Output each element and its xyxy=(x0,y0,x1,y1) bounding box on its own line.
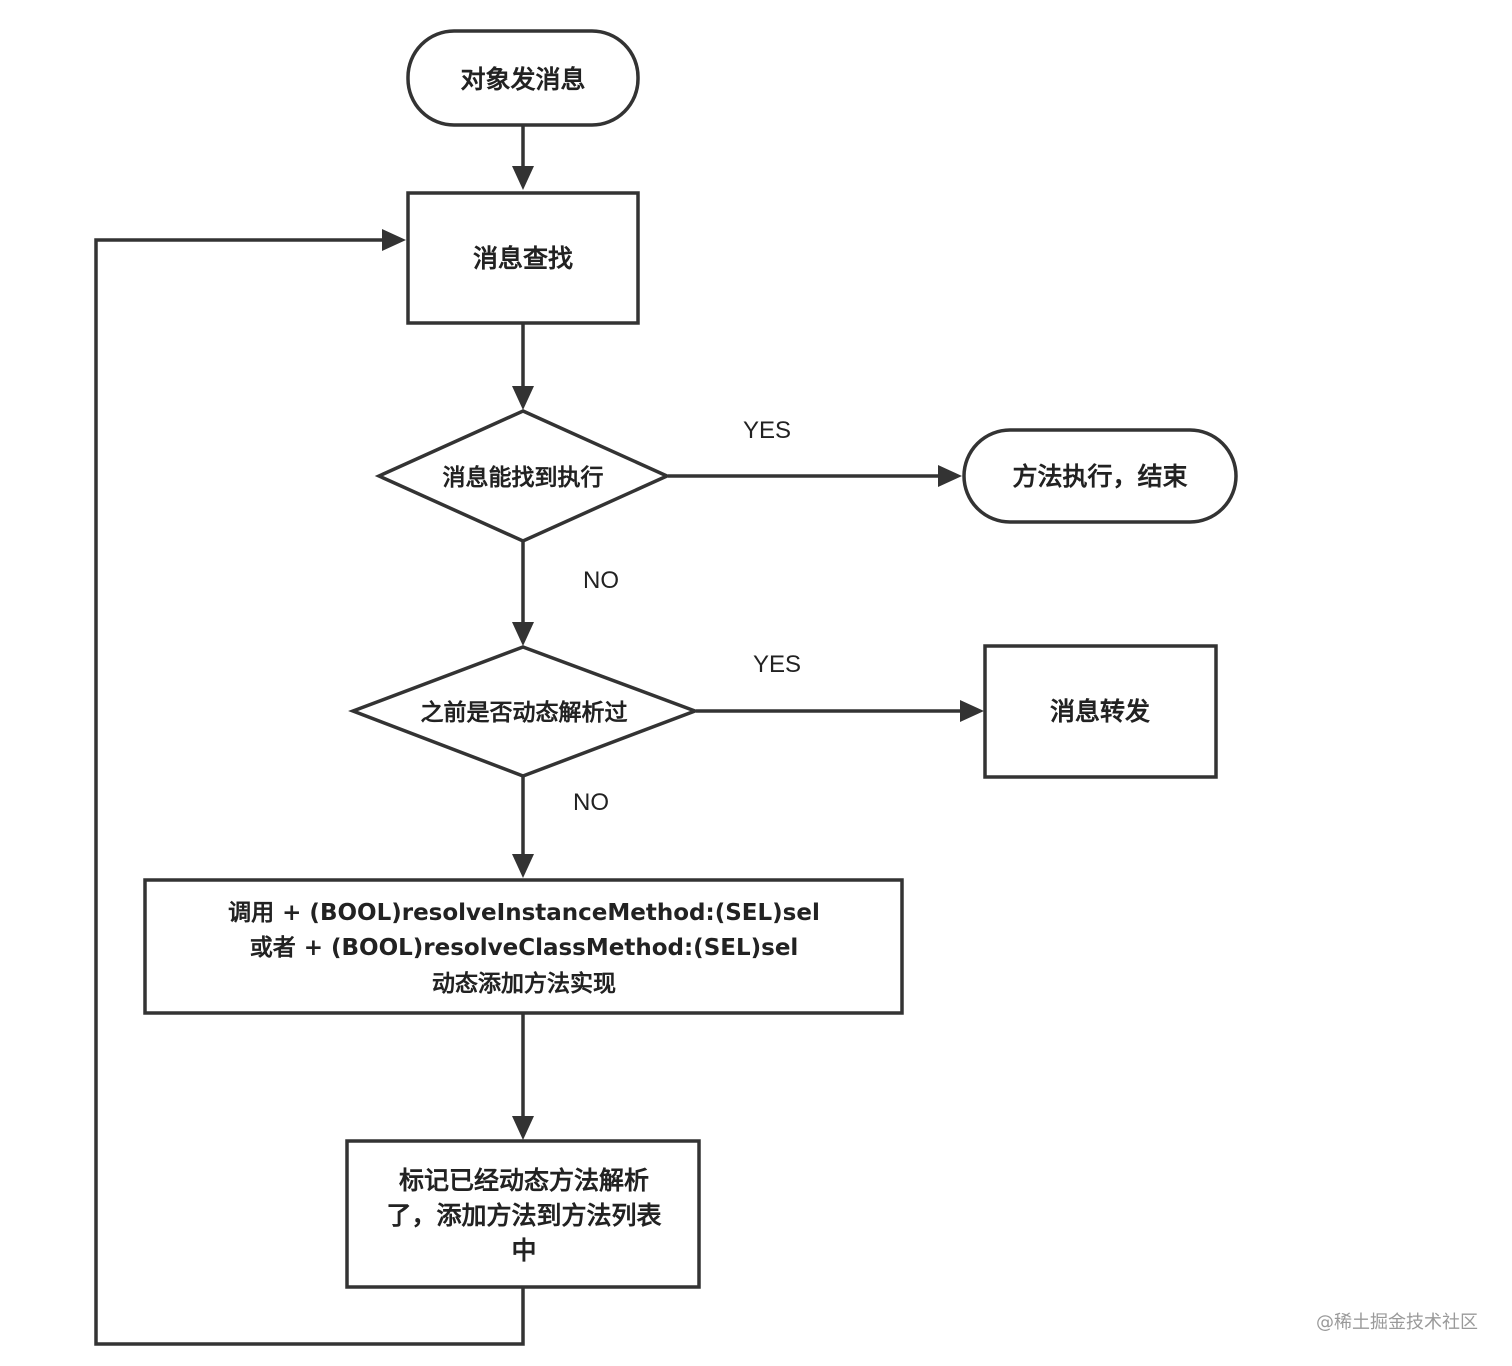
node-start: 对象发消息 xyxy=(406,29,640,127)
arrowhead-icon xyxy=(960,700,984,722)
node-mark-resolved: 标记已经动态方法解析 了，添加方法到方法列表 中 xyxy=(345,1139,701,1289)
node-resolve-call: 调用 + (BOOL)resolveInstanceMethod:(SEL)se… xyxy=(143,878,904,1015)
arrowhead-icon xyxy=(512,622,534,646)
node-lookup-label: 消息查找 xyxy=(473,244,573,273)
node-end-exec: 方法执行，结束 xyxy=(962,428,1238,524)
arrowhead-icon xyxy=(512,386,534,410)
node-can-find-decision: 消息能找到执行 xyxy=(374,409,672,543)
node-mark-resolved-line-2: 了，添加方法到方法列表 xyxy=(386,1201,662,1230)
node-forward: 消息转发 xyxy=(983,644,1218,779)
node-forward-label: 消息转发 xyxy=(1050,697,1150,726)
arrowhead-icon xyxy=(512,166,534,190)
edge-label-yes-1: YES xyxy=(743,417,791,444)
edge-loop-back-to-lookup xyxy=(94,238,525,1346)
node-resolve-call-line-3: 动态添加方法实现 xyxy=(432,970,616,997)
node-end-exec-label: 方法执行，结束 xyxy=(1012,462,1188,491)
watermark: @稀土掘金技术社区 xyxy=(1316,1312,1478,1333)
arrowhead-icon xyxy=(938,465,962,487)
node-resolved-before-decision: 之前是否动态解析过 xyxy=(348,645,700,778)
node-lookup: 消息查找 xyxy=(406,191,640,325)
node-resolve-call-line-2: 或者 + (BOOL)resolveClassMethod:(SEL)sel xyxy=(250,935,799,961)
arrowhead-icon xyxy=(512,1116,534,1140)
node-resolve-call-line-1: 调用 + (BOOL)resolveInstanceMethod:(SEL)se… xyxy=(228,900,820,926)
node-mark-resolved-line-1: 标记已经动态方法解析 xyxy=(399,1166,649,1195)
node-resolved-before-label: 之前是否动态解析过 xyxy=(421,699,628,726)
arrowhead-icon xyxy=(512,854,534,878)
node-start-label: 对象发消息 xyxy=(460,65,585,94)
arrowhead-icon xyxy=(382,229,406,251)
edge-label-no-1: NO xyxy=(583,567,619,594)
node-can-find-label: 消息能找到执行 xyxy=(443,464,604,491)
node-mark-resolved-line-3: 中 xyxy=(511,1236,536,1265)
edges xyxy=(94,126,984,1346)
edge-label-no-2: NO xyxy=(573,789,609,816)
edge-label-yes-2: YES xyxy=(753,651,801,678)
